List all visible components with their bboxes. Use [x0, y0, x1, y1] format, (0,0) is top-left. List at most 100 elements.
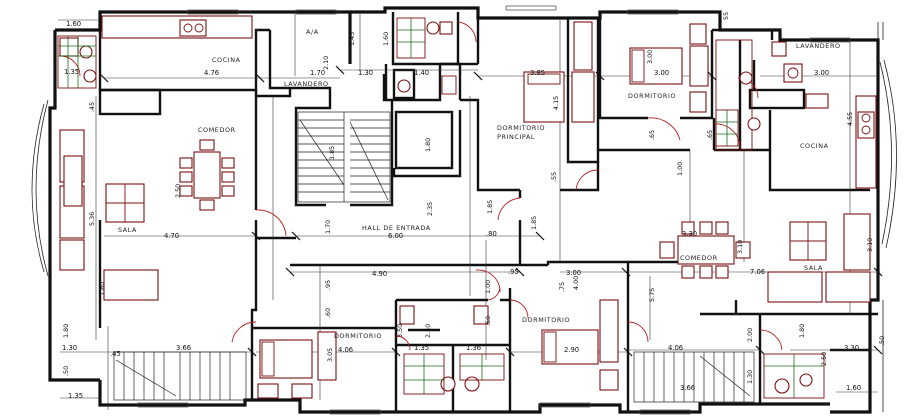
- dimension-ticks: [99, 65, 883, 357]
- dim-text: .45: [110, 350, 121, 358]
- dining-table-left: [179, 139, 235, 211]
- dim-text: 55: [722, 12, 730, 20]
- label-cocina-right: COCINA: [800, 142, 829, 150]
- dim-text: 1.60: [66, 20, 81, 28]
- label-dormitorio-bottom-mid: DORMITORIO: [522, 316, 570, 324]
- bathroom-bottom-mid: [399, 305, 505, 395]
- dim-text: 5.36: [88, 212, 96, 226]
- dim-text: 2.35: [426, 202, 434, 216]
- dim-text: 4.15: [552, 96, 560, 110]
- label-lavandero-right: LAVANDERO: [796, 42, 841, 50]
- label-lavandero-left: LAVANDERO: [284, 80, 329, 88]
- dim-text: 3.50: [396, 324, 404, 338]
- dim-text: 3.66: [176, 344, 191, 352]
- stairs-bottom-left: [113, 351, 247, 401]
- dim-text: 2.00: [746, 328, 754, 342]
- label-dormitorio-principal-1: DORMITORIO: [497, 124, 545, 132]
- bed-dormitorio-principal: [523, 21, 595, 123]
- dim-text: .60: [324, 308, 332, 318]
- dim-text: 4.06: [668, 344, 683, 352]
- dim-text: .95: [508, 268, 519, 276]
- lavandero-right: [783, 63, 829, 109]
- dim-text: 3.10: [866, 238, 874, 252]
- dim-text: 1.80: [62, 324, 70, 338]
- windows: [137, 5, 851, 415]
- dim-text: 6.00: [388, 232, 403, 240]
- dim-text: 2.50: [424, 324, 432, 338]
- dim-text: 5.75: [648, 288, 656, 302]
- dim-text: 3.66: [680, 384, 695, 392]
- dim-text: 3.00: [566, 269, 581, 277]
- dimension-texts-vertical: 1.45 1.60 2.10 4.15 .45 2.50 5.36 1.80 2…: [62, 12, 886, 384]
- label-hall: HALL DE ENTRADA: [362, 224, 431, 232]
- label-aa: A/A: [306, 28, 319, 36]
- bed-dormitorio-bottom-mid: [541, 299, 619, 391]
- dim-text: 1.40: [414, 69, 429, 77]
- bed-dormitorio-top-right: [629, 23, 709, 113]
- label-sala-right: SALA: [804, 264, 823, 272]
- living-room-right: [767, 213, 871, 303]
- outer-walls: [31, 6, 897, 414]
- dim-text: 1.00: [484, 280, 492, 294]
- dim-text: 1.30: [62, 344, 77, 352]
- dim-text: 3.30: [844, 344, 859, 352]
- dim-text: 1.70: [324, 220, 332, 234]
- bathroom-left: [57, 35, 97, 89]
- dim-text: 7.06: [750, 268, 765, 276]
- dim-text: 2.90: [564, 346, 579, 354]
- dim-text: 2.50: [820, 352, 828, 366]
- dim-text: 1.85: [530, 216, 538, 230]
- dim-text: 1.35: [68, 392, 83, 400]
- dim-text: 1.00: [676, 162, 684, 176]
- kitchen-right-counter: [855, 95, 877, 189]
- dim-text: 1.30: [358, 69, 373, 77]
- interior-walls: [98, 12, 878, 412]
- dim-text: 1.80: [98, 282, 106, 296]
- dim-text: .65: [648, 130, 656, 140]
- bed-dormitorio-bottom-left: [257, 331, 337, 399]
- dim-text: 3.05: [326, 348, 334, 362]
- dim-text: 3.00: [814, 69, 829, 77]
- dim-text: .50: [484, 316, 492, 326]
- dim-text: 4.55: [846, 112, 854, 126]
- dim-text: 3.00: [654, 69, 669, 77]
- label-cocina-left: COCINA: [212, 56, 241, 64]
- dim-text: .75: [558, 282, 566, 292]
- dim-text: 1.30: [746, 370, 754, 384]
- stairs-bottom-right: [633, 351, 755, 403]
- dim-text: 1.80: [798, 324, 806, 338]
- dim-text: 4.76: [204, 69, 219, 77]
- dim-text: 1.36: [466, 344, 481, 352]
- label-comedor-right: COMEDOR: [680, 254, 718, 262]
- bathroom-hall-top: [396, 17, 457, 95]
- dining-table-right: [659, 221, 751, 279]
- dim-text: 1.85: [328, 146, 336, 160]
- bathroom-right: [715, 39, 787, 151]
- dim-text: .45: [88, 102, 96, 112]
- label-dormitorio-principal-2: PRINCIPAL: [497, 133, 535, 141]
- dim-text: 1.85: [486, 200, 494, 214]
- dimension-texts: 1.60 4.76 1.70 1.30 1.40 3.85 3.00 3.00 …: [62, 20, 861, 400]
- dim-text: 1.60: [846, 384, 861, 392]
- label-comedor-left: COMEDOR: [198, 126, 236, 134]
- dim-text: 1.80: [424, 138, 432, 152]
- dim-text: 3.00: [646, 50, 654, 64]
- dim-text: .80: [486, 230, 497, 238]
- dim-text: 3.10: [736, 240, 744, 254]
- dim-text: 4.00: [572, 276, 580, 290]
- dim-text: 1.35: [414, 344, 429, 352]
- dim-text: 1.70: [310, 69, 325, 77]
- bathroom-bottom-right: [763, 353, 825, 399]
- dim-text: 4.70: [164, 232, 179, 240]
- living-room-left: [59, 129, 159, 301]
- label-dormitorio-top-right: DORMITORIO: [628, 92, 676, 100]
- label-dormitorio-bottom-left: DORMITORIO: [334, 332, 382, 340]
- dim-text: .50: [878, 336, 886, 346]
- dim-text: 1.60: [382, 32, 390, 46]
- dim-text: .65: [706, 130, 714, 140]
- dim-text: 1.35: [64, 68, 79, 76]
- dim-text: 3.85: [530, 69, 545, 77]
- dim-text: 2.50: [174, 184, 182, 198]
- dim-text: .50: [62, 366, 70, 376]
